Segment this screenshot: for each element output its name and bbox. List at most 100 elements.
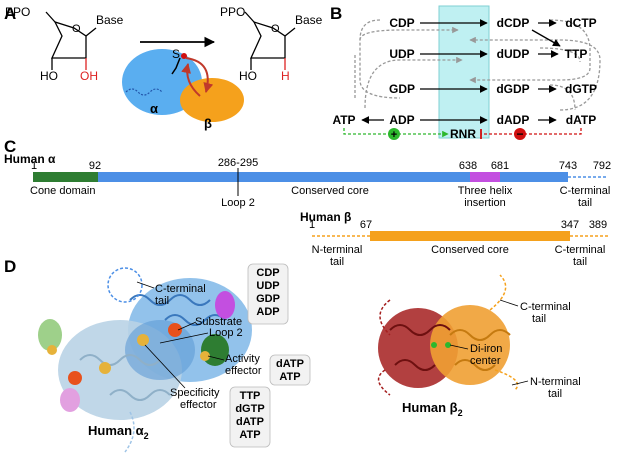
alpha-domain-helix: Three helix bbox=[458, 185, 513, 197]
loop2-label: Loop 2 bbox=[209, 327, 243, 339]
ribose-right bbox=[244, 11, 296, 70]
ppo-label-right: PPO bbox=[220, 5, 245, 19]
alpha-title: Human α bbox=[4, 152, 56, 166]
beta-tick-67: 67 bbox=[360, 219, 372, 231]
radical-return-arrow-icon bbox=[181, 63, 201, 97]
inhibition-line bbox=[481, 128, 582, 135]
radical-transfer-arrow-icon bbox=[185, 57, 214, 93]
beta-tick-1: 1 bbox=[309, 219, 315, 231]
beta-domain-cterm: C-terminal bbox=[555, 244, 606, 256]
core-alpha-bar-2 bbox=[500, 172, 568, 182]
alpha-tick-638: 638 bbox=[459, 160, 477, 172]
panel-d: D C-terminal tail Substrate bbox=[4, 257, 581, 453]
activity-box-atp: ATP bbox=[279, 371, 300, 383]
activity-box-datp: dATP bbox=[276, 358, 304, 370]
substrate-box-gdp: GDP bbox=[256, 293, 280, 305]
ho-label-right: HO bbox=[239, 69, 257, 83]
ho-label-left: HO bbox=[40, 69, 58, 83]
beta-tick-347: 347 bbox=[561, 219, 579, 231]
alpha-domain-tail: tail bbox=[578, 197, 592, 209]
panel-label-c: C bbox=[4, 137, 16, 156]
specificity-box-datp: dATP bbox=[236, 416, 264, 428]
activation-line bbox=[343, 128, 449, 138]
alpha-domain-loop2: Loop 2 bbox=[221, 197, 255, 209]
node-dudp: dUDP bbox=[497, 47, 530, 61]
node-ttp: TTP bbox=[565, 47, 588, 61]
beta-dimer-subscript: 2 bbox=[458, 408, 463, 418]
beta-title: Human β bbox=[300, 210, 351, 224]
center-label: center bbox=[470, 355, 501, 367]
alpha-dimer-caption-text: Human α bbox=[88, 423, 144, 438]
substrate-label: Substrate bbox=[195, 316, 242, 328]
beta-symbol: β bbox=[204, 116, 212, 131]
node-udp: UDP bbox=[389, 47, 414, 61]
beta-dimer-caption-text: Human β bbox=[402, 400, 458, 415]
beta-tick-389: 389 bbox=[589, 219, 607, 231]
alpha-domain-core: Conserved core bbox=[291, 185, 369, 197]
substrate-box-cdp: CDP bbox=[256, 267, 279, 279]
panel-a: A PPO Base O HO OH S α β bbox=[4, 4, 323, 131]
beta-core-bar bbox=[370, 231, 570, 241]
base-label-right: Base bbox=[295, 13, 323, 27]
alpha-domain-insertion: insertion bbox=[464, 197, 506, 209]
ribose-left bbox=[45, 11, 97, 70]
alpha-tail-label: tail bbox=[155, 295, 169, 307]
panel-label-a: A bbox=[4, 4, 16, 23]
alpha-domain-cone: Cone domain bbox=[30, 185, 95, 197]
node-dgdp: dGDP bbox=[496, 82, 529, 96]
specificity-effector-label: effector bbox=[180, 399, 217, 411]
helix-insertion-bar bbox=[470, 172, 500, 182]
substrate-box-adp: ADP bbox=[256, 306, 279, 318]
diiron-label: Di-iron bbox=[470, 343, 502, 355]
inhibition-badge-icon bbox=[514, 128, 526, 140]
beta-dimer-caption: Human β2 bbox=[402, 400, 463, 418]
node-dctp: dCTP bbox=[565, 16, 596, 30]
alpha-cterm-label: C-terminal bbox=[155, 283, 206, 295]
specificity-box-dgtp: dGTP bbox=[235, 403, 264, 415]
ppo-label-left: PPO bbox=[5, 5, 30, 19]
specificity-box bbox=[229, 386, 271, 448]
activation-sign: + bbox=[391, 129, 397, 141]
activation-badge-icon bbox=[388, 128, 400, 140]
radical-dot-icon bbox=[181, 53, 187, 59]
node-atp: ATP bbox=[332, 113, 355, 127]
alpha-tick-681: 681 bbox=[491, 160, 509, 172]
node-dadp: dADP bbox=[497, 113, 530, 127]
alpha-dimer-subscript: 2 bbox=[144, 431, 149, 441]
node-datp: dATP bbox=[566, 113, 596, 127]
rnr-highlight-box bbox=[438, 5, 490, 139]
alpha-tick-1: 1 bbox=[31, 160, 37, 172]
node-rnr: RNR bbox=[450, 127, 476, 141]
alpha-tick-loop2: 286-295 bbox=[218, 157, 258, 169]
beta-dimer-structure bbox=[377, 274, 519, 396]
substrate-box-udp: UDP bbox=[256, 280, 279, 292]
activity-label: Activity bbox=[225, 353, 260, 365]
beta-ctail-label: tail bbox=[532, 313, 546, 325]
panel-b: B CDP dCDP dCTP UDP dUDP TTP GDP dGDP dG… bbox=[330, 4, 601, 141]
activity-box bbox=[269, 354, 311, 386]
beta-domain-ctail: tail bbox=[573, 256, 587, 268]
cysteine-thiyl-icon bbox=[171, 57, 181, 75]
beta-domain-ntail: tail bbox=[330, 256, 344, 268]
alpha-tick-743: 743 bbox=[559, 160, 577, 172]
alpha-dimer-structure bbox=[38, 267, 252, 453]
specificity-box-atp: ATP bbox=[239, 429, 260, 441]
substrate-box bbox=[247, 263, 289, 325]
specificity-box-ttp: TTP bbox=[240, 390, 261, 402]
h-label: H bbox=[281, 69, 290, 83]
specificity-label: Specificity bbox=[170, 387, 220, 399]
beta-domain-core: Conserved core bbox=[431, 244, 509, 256]
panel-label-b: B bbox=[330, 4, 342, 23]
oh-label: OH bbox=[80, 69, 98, 83]
core-alpha-bar bbox=[98, 172, 470, 182]
node-dcdp: dCDP bbox=[497, 16, 530, 30]
sulfur-label: S bbox=[172, 47, 180, 61]
panel-c: C Human α 1 92 286-295 638 681 743 792 C… bbox=[4, 137, 611, 268]
node-adp: ADP bbox=[389, 113, 414, 127]
inhibition-sign: − bbox=[516, 127, 523, 141]
beta-ntail-label: tail bbox=[548, 388, 562, 400]
node-dgtp: dGTP bbox=[565, 82, 597, 96]
ring-oxygen-left: O bbox=[72, 23, 81, 35]
node-gdp: GDP bbox=[389, 82, 415, 96]
beta-domain-nterm: N-terminal bbox=[312, 244, 363, 256]
